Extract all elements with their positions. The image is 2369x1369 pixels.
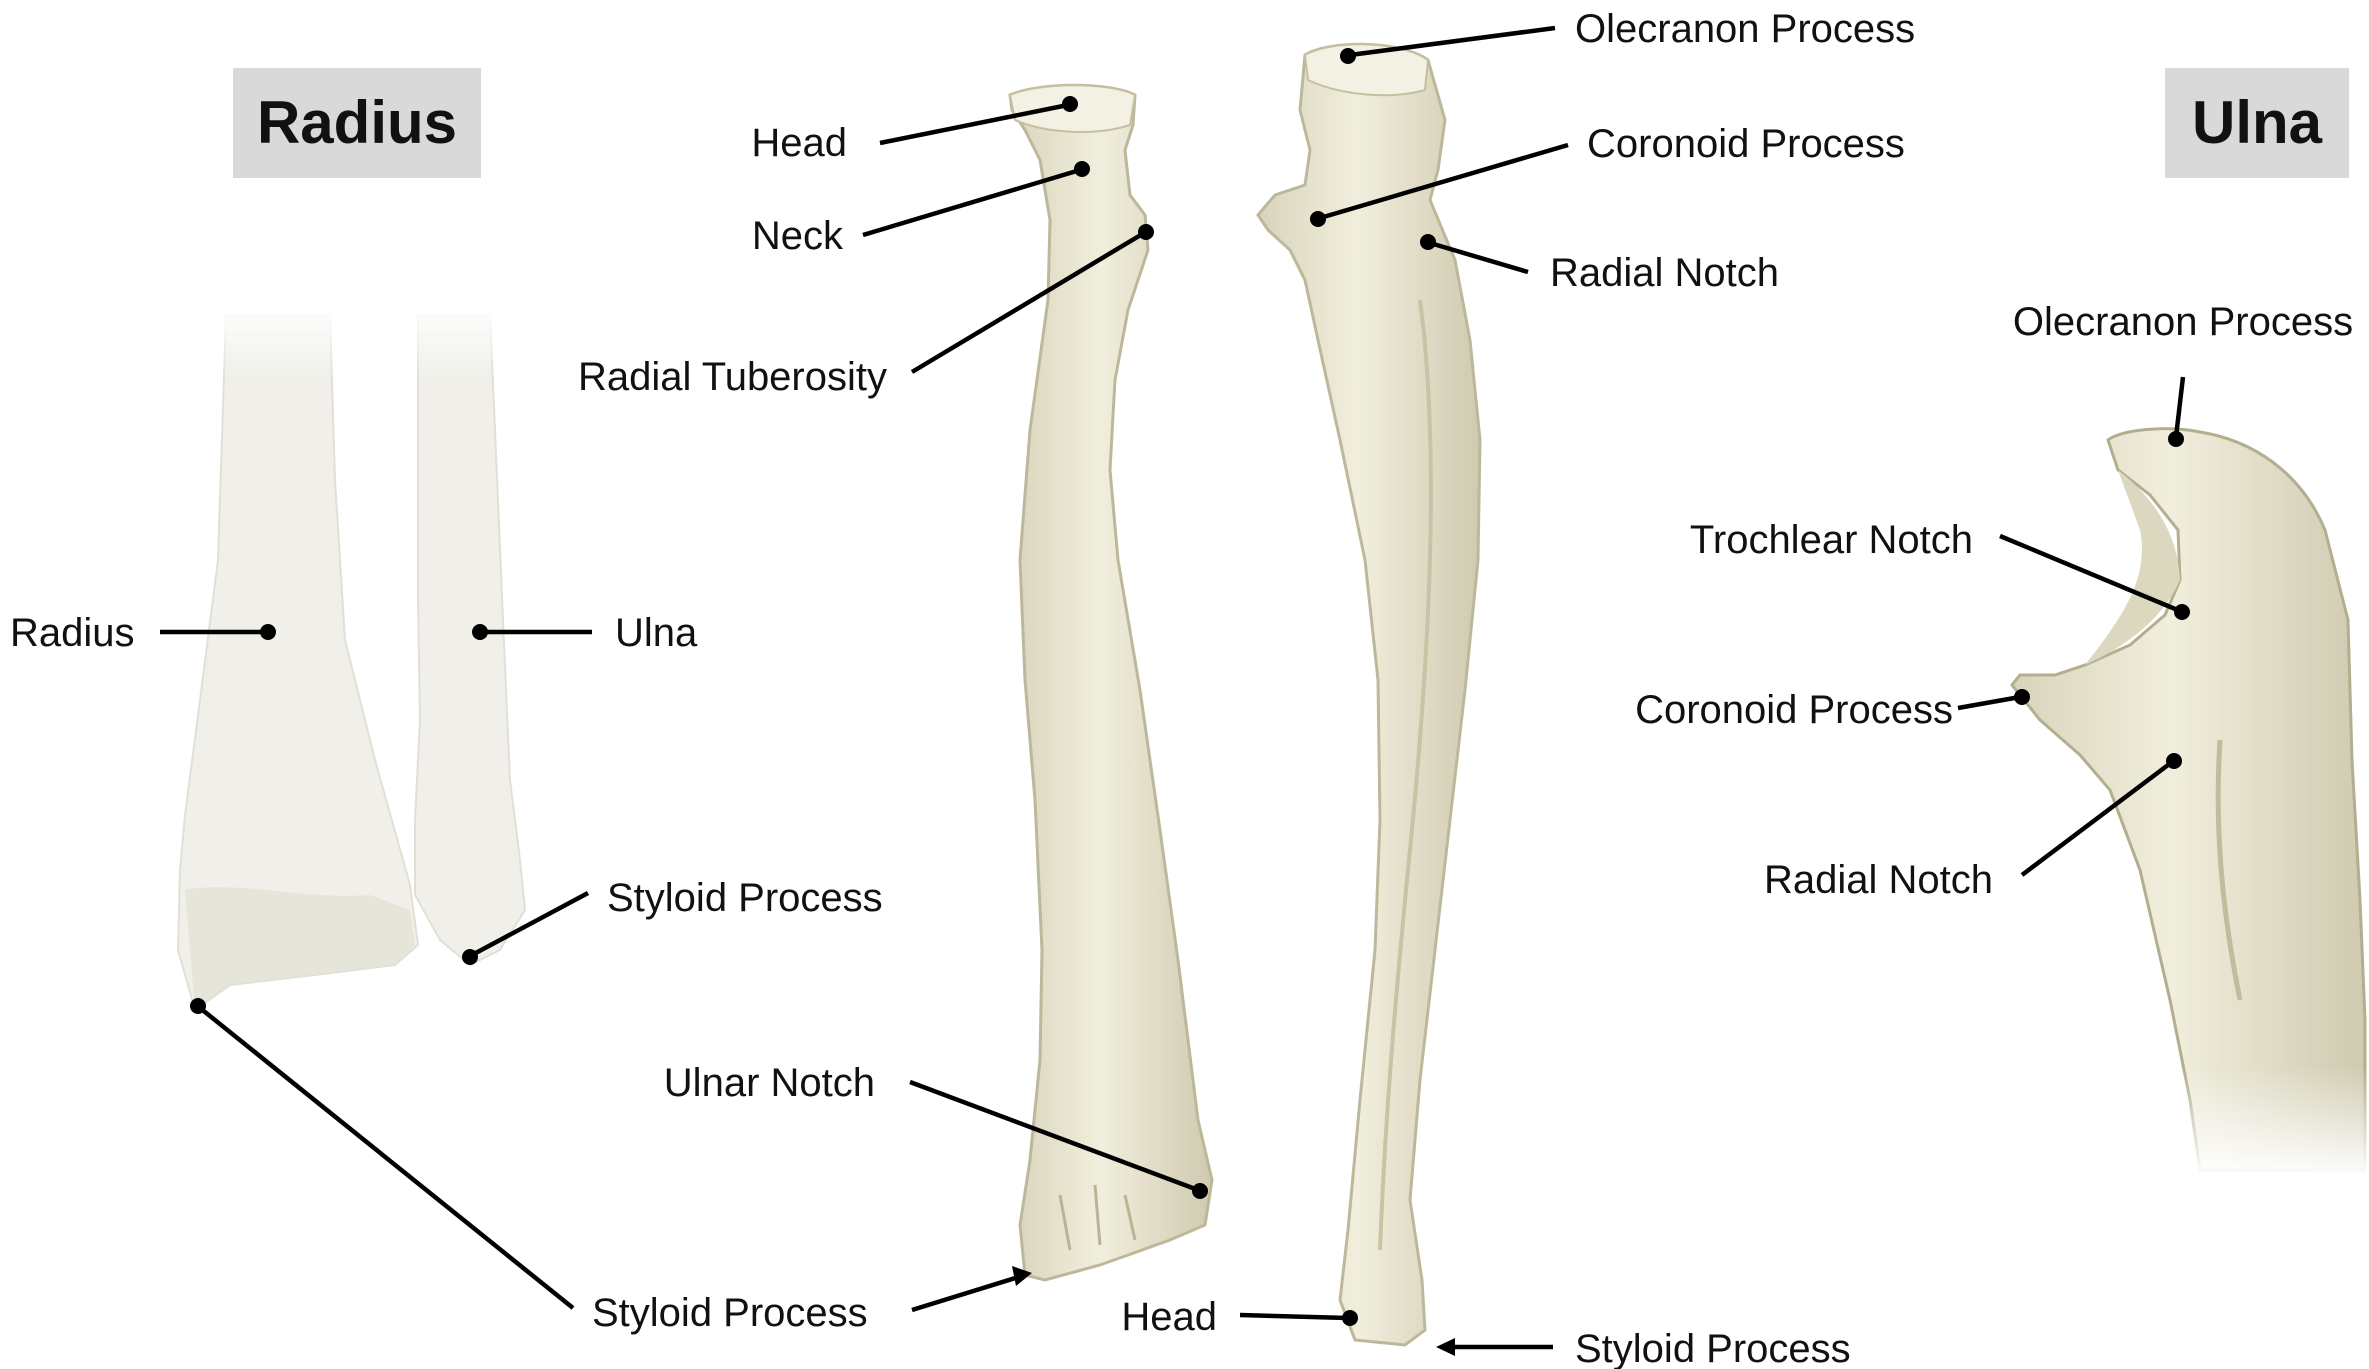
- radius-title: Radius: [233, 68, 481, 178]
- label-wrist-ulna: Ulna: [615, 611, 698, 655]
- radius-bone: [1010, 85, 1212, 1280]
- leader-ulna-olecranon: [1350, 28, 1555, 55]
- radius-title-text: Radius: [257, 89, 457, 156]
- label-wrist-radius-styloid: Styloid Process: [592, 1291, 868, 1335]
- label-wrist-radius: Radius: [10, 611, 135, 655]
- dot-ulna-coronoid: [1310, 211, 1326, 227]
- label-detail-olecranon: Olecranon Process: [2013, 300, 2353, 344]
- dot-radius-neck: [1074, 161, 1090, 177]
- leader-radius-styloid: [912, 1275, 1025, 1310]
- dot-detail-coronoid: [2014, 689, 2030, 705]
- dot-wrist-ulna: [472, 624, 488, 640]
- dot-radius-head: [1062, 96, 1078, 112]
- label-ulnar-notch: Ulnar Notch: [664, 1061, 875, 1105]
- ulna-bone-view: [1258, 44, 1480, 1345]
- dot-radial-tuberosity: [1138, 224, 1154, 240]
- label-radial-tuberosity: Radial Tuberosity: [578, 355, 887, 399]
- dot-wrist-radius-styloid: [190, 998, 206, 1014]
- dot-ulnar-notch: [1192, 1183, 1208, 1199]
- label-detail-trochlear-notch: Trochlear Notch: [1690, 518, 1973, 562]
- label-ulna-olecranon: Olecranon Process: [1575, 7, 1915, 51]
- label-radius-head: Head: [751, 121, 847, 165]
- ulna-detail-bottom-fade: [2000, 420, 2369, 1180]
- label-ulna-head: Head: [1121, 1295, 1217, 1339]
- label-detail-radial-notch: Radial Notch: [1764, 858, 1993, 902]
- leader-ulna-head: [1240, 1315, 1348, 1318]
- label-radius-neck: Neck: [752, 214, 844, 258]
- label-ulna-styloid: Styloid Process: [1575, 1327, 1851, 1369]
- ulna-bone: [1258, 44, 1480, 1345]
- dot-detail-olecranon: [2168, 431, 2184, 447]
- dot-detail-radial-notch: [2166, 753, 2182, 769]
- arrowhead-ulna-styloid: [1436, 1338, 1455, 1356]
- label-ulna-radial-notch: Radial Notch: [1550, 251, 1779, 295]
- ulna-title: Ulna: [2165, 68, 2349, 178]
- dot-ulna-radial-notch: [1420, 234, 1436, 250]
- wrist-distal-view: [170, 305, 540, 1025]
- ulna-detail-view: [2000, 420, 2369, 1180]
- dot-ulna-head: [1342, 1310, 1358, 1326]
- label-wrist-ulna-styloid: Styloid Process: [607, 876, 883, 920]
- leader-wrist-radius-styloid: [200, 1008, 573, 1308]
- dot-wrist-ulna-styloid: [462, 949, 478, 965]
- label-detail-coronoid: Coronoid Process: [1635, 688, 1953, 732]
- wrist-top-fade: [170, 305, 540, 1025]
- dot-ulna-olecranon: [1340, 48, 1356, 64]
- ulna-title-text: Ulna: [2192, 89, 2323, 156]
- label-ulna-coronoid: Coronoid Process: [1587, 122, 1905, 166]
- dot-detail-trochlear-notch: [2174, 604, 2190, 620]
- dot-wrist-radius: [260, 624, 276, 640]
- radius-bone-view: [1010, 85, 1212, 1280]
